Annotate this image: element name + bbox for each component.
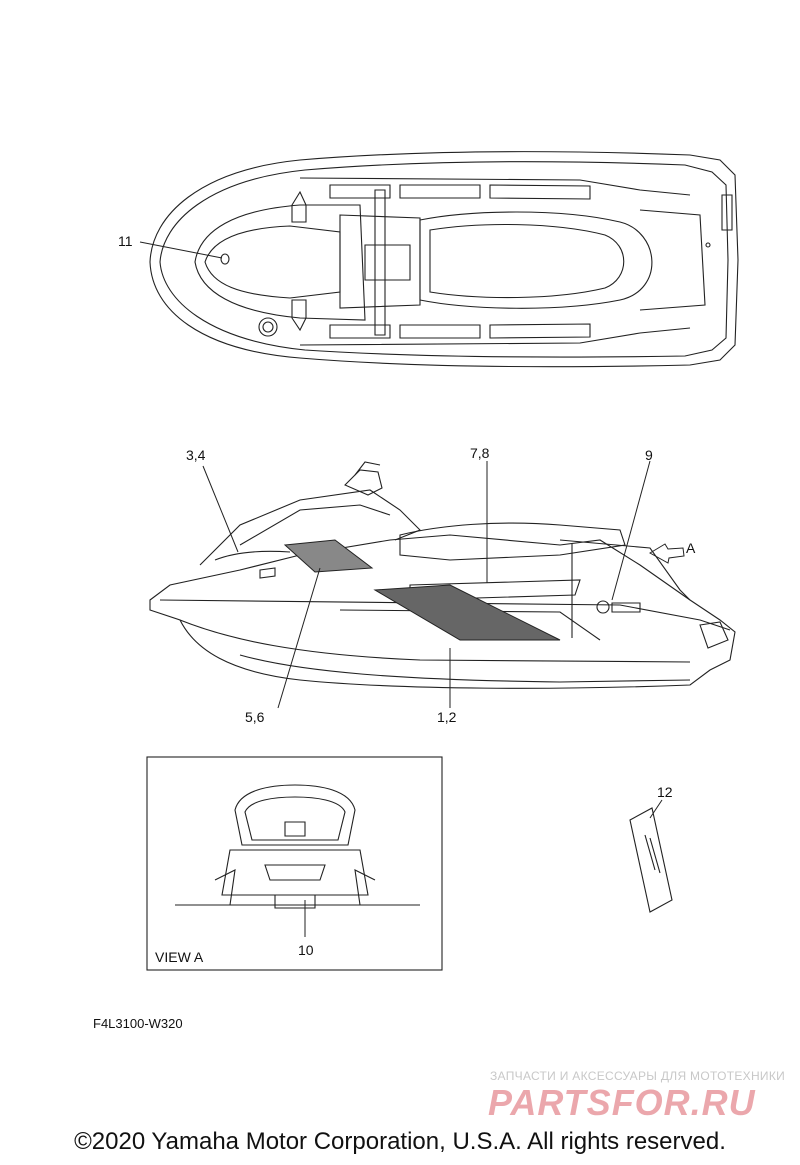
callout-9: 9 <box>645 447 653 463</box>
callout-3-4: 3,4 <box>186 447 206 463</box>
view-a-frame <box>146 756 443 971</box>
side-view-watercraft <box>149 461 736 689</box>
callout-view-a: A <box>686 540 696 556</box>
callout-11: 11 <box>118 233 133 249</box>
watermark-tagline: ЗАПЧАСТИ И АКСЕССУАРЫ ДЛЯ МОТОТЕХНИКИ <box>490 1069 786 1083</box>
item-12-tag <box>629 807 673 913</box>
callout-7-8: 7,8 <box>470 445 490 461</box>
callout-5-6: 5,6 <box>245 709 265 725</box>
top-view-watercraft <box>149 151 739 368</box>
diagram-code: F4L3100-W320 <box>93 1016 183 1031</box>
view-a-label: VIEW A <box>155 949 204 965</box>
callout-1-2: 1,2 <box>437 709 457 725</box>
callout-12: 12 <box>657 784 673 800</box>
copyright-notice: ©2020 Yamaha Motor Corporation, U.S.A. A… <box>74 1128 726 1155</box>
callout-10: 10 <box>298 942 314 958</box>
watermark-logo: PARTSFOR.RU <box>488 1082 756 1123</box>
view-a-rear <box>175 784 420 909</box>
